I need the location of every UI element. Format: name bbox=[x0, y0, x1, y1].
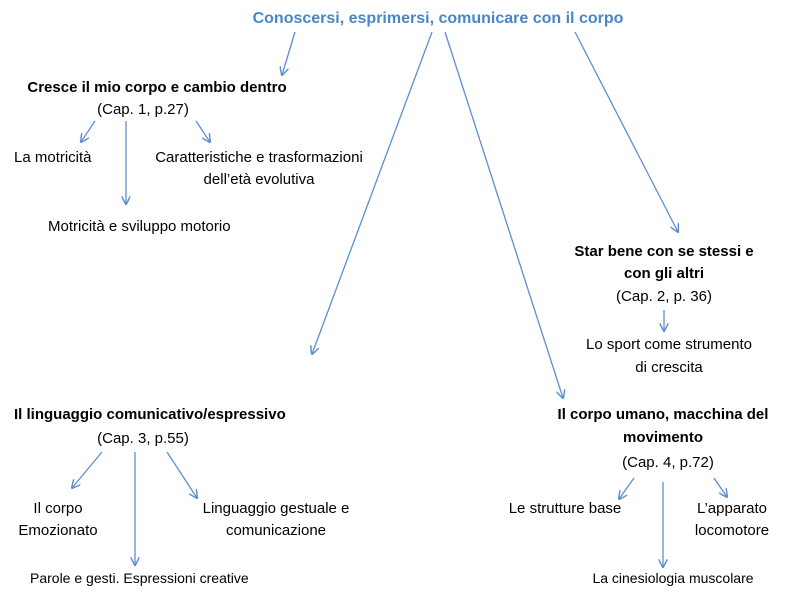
arrow-root-to-b3 bbox=[312, 31, 433, 354]
b3-leaf-linguaggio-line2: comunicazione bbox=[225, 522, 327, 539]
arrow-root-to-b1 bbox=[282, 31, 296, 75]
b3-leaf-linguaggio-line1: Linguaggio gestuale e bbox=[202, 500, 350, 517]
b2-title-line1: Star bene con se stessi e bbox=[574, 243, 754, 260]
arrow-b3-to-l1 bbox=[72, 451, 103, 488]
b1-leaf-motricita: La motricità bbox=[14, 149, 92, 166]
b4-ref: (Cap. 4, p.72) bbox=[622, 454, 714, 471]
arrow-b3-to-l2 bbox=[166, 451, 197, 498]
b4-title-line2: movimento bbox=[622, 429, 704, 446]
arrow-b1-to-l1 bbox=[81, 120, 96, 142]
b2-leaf-sport-line2: di crescita bbox=[635, 359, 703, 376]
b1-ref: (Cap. 1, p.27) bbox=[97, 101, 189, 118]
b2-ref: (Cap. 2, p. 36) bbox=[616, 288, 712, 305]
b4-leaf-apparato-line1: L’apparato bbox=[696, 500, 768, 517]
arrow-b1-to-l2 bbox=[195, 120, 210, 142]
b4-leaf-cinesiologia: La cinesiologia muscolare bbox=[592, 570, 754, 586]
b1-leaf-caratteristiche-line2: dell’età evolutiva bbox=[203, 171, 315, 188]
b3-leaf-corpo-line1: Il corpo bbox=[33, 500, 83, 517]
b4-title-line1: Il corpo umano, macchina del bbox=[557, 406, 769, 423]
b3-leaf-corpo-line2: Emozionato bbox=[18, 522, 98, 539]
b2-leaf-sport-line1: Lo sport come strumento bbox=[586, 336, 752, 353]
b4-leaf-strutture: Le strutture base bbox=[508, 500, 622, 517]
b3-leaf-parole: Parole e gesti. Espressioni creative bbox=[30, 570, 249, 586]
b1-title: Cresce il mio corpo e cambio dentro bbox=[27, 79, 287, 96]
b3-title: Il linguaggio comunicativo/espressivo bbox=[14, 406, 286, 423]
root-node: Conoscersi, esprimersi, comunicare con i… bbox=[252, 10, 624, 27]
b3-ref: (Cap. 3, p.55) bbox=[97, 430, 189, 447]
b2-title-line2: con gli altri bbox=[623, 265, 705, 282]
arrow-b4-to-l1 bbox=[619, 477, 635, 499]
b1-leaf-sviluppo: Motricità e sviluppo motorio bbox=[48, 218, 231, 235]
arrow-root-to-b4 bbox=[444, 31, 563, 398]
arrow-root-to-b2 bbox=[574, 31, 678, 232]
b1-leaf-caratteristiche-line1: Caratteristiche e trasformazioni bbox=[155, 149, 363, 166]
arrow-b4-to-l2 bbox=[713, 477, 727, 497]
b4-leaf-apparato-line2: locomotore bbox=[694, 522, 770, 539]
